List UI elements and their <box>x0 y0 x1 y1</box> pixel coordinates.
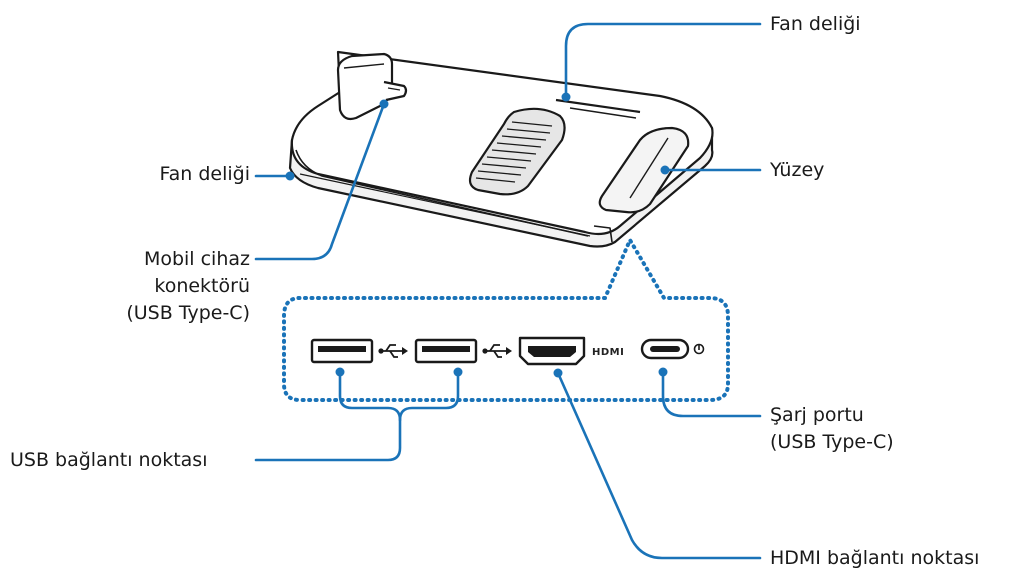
usb-symbol-icon <box>378 344 408 358</box>
port-panel: HDMI <box>282 235 730 402</box>
callout-mobile-connector <box>254 102 386 261</box>
surface-groove <box>598 126 690 214</box>
usb-symbol-icon <box>482 344 512 358</box>
label-mobile-connector: Mobil cihaz konektörü (USB Type-C) <box>40 246 250 327</box>
zoom-outline <box>282 235 730 402</box>
usb-port-1 <box>310 338 374 364</box>
label-fan-top: Fan deliği <box>770 13 861 35</box>
callout-lines <box>254 22 762 560</box>
power-icon <box>693 343 705 355</box>
label-mobile-connector-line2: konektörü <box>154 275 250 297</box>
label-charge-port: Şarj portu (USB Type-C) <box>770 402 894 456</box>
hdmi-logo: HDMI <box>592 347 624 358</box>
charge-port <box>640 338 690 360</box>
label-mobile-connector-line3: (USB Type-C) <box>126 302 250 324</box>
callout-fan-top <box>564 22 762 99</box>
label-usb-port: USB bağlantı noktası <box>10 449 208 471</box>
label-mobile-connector-line1: Mobil cihaz <box>143 248 250 270</box>
callout-charge <box>661 370 762 418</box>
label-charge-port-line1: Şarj portu <box>770 404 864 426</box>
label-hdmi-port: HDMI bağlantı noktası <box>770 547 980 569</box>
label-charge-port-line2: (USB Type-C) <box>770 431 894 453</box>
label-fan-left: Fan deliği <box>159 163 250 185</box>
callout-usb <box>254 370 402 462</box>
label-surface: Yüzey <box>770 159 825 181</box>
usb-port-2 <box>414 338 478 364</box>
callout-dots <box>285 92 670 378</box>
hdmi-port <box>518 336 586 366</box>
device-body <box>288 50 714 248</box>
callout-hdmi <box>556 371 762 560</box>
